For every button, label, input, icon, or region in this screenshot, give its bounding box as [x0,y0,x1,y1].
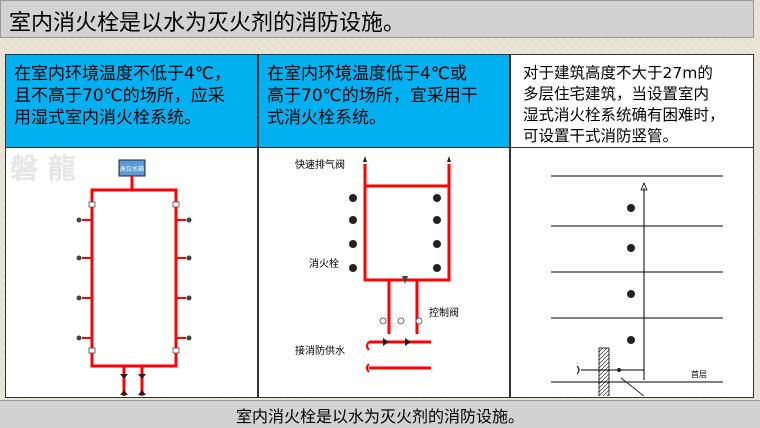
panel-dry-riser-text: 对于建筑高度不大于27m的 多层住宅建筑，当设置室内 湿式消火栓系统确有困难时，… [523,64,725,145]
panel-dry-riser: 对于建筑高度不大于27m的 多层住宅建筑，当设置室内 湿式消火栓系统确有困难时，… [510,54,754,398]
title-bar: 室内消火栓是以水为灭火剂的消防设施。 [0,0,754,38]
panel-wet-system: 在室内环境温度不低于4℃， 且不高于70℃的场所，应采 用湿式室内消火栓系统。 … [5,54,258,398]
footer-caption: 室内消火栓是以水为灭火剂的消防设施。 [235,407,524,426]
watermark: 磐 龍 [10,152,76,185]
pipe-loop [90,188,178,368]
panel-dry-riser-head: 对于建筑高度不大于27m的 多层住宅建筑，当设置室内 湿式消火栓系统确有困难时，… [511,55,753,148]
hydrants-right [433,194,441,272]
hydrants-left [349,194,357,272]
panel-wet-system-head: 在室内环境温度不低于4℃， 且不高于70℃的场所，应采 用湿式室内消火栓系统。 [6,55,257,148]
pump-valves [120,374,146,395]
panel-dry-system: 在室内环境温度低于4℃或 高于70℃的场所，宜采用干 式消火栓系统。 快速排气阀… [258,54,510,398]
panel-wet-system-text: 在室内环境温度不低于4℃， 且不高于70℃的场所，应采 用湿式室内消火栓系统。 [14,64,231,128]
panel-dry-system-head: 在室内环境温度低于4℃或 高于70℃的场所，宜采用干 式消火栓系统。 [259,55,509,148]
page-title: 室内消火栓是以水为灭火剂的消防设施。 [9,11,406,36]
hydrants [627,204,635,344]
dry-riser-diagram: 首层 泄水 [551,175,723,396]
hydrants-left [76,217,92,341]
wet-system-diagram: 磐 龍 高位水箱 [10,152,192,396]
high-tank-label: 高位水箱 [120,165,144,173]
panel-dry-system-text: 在室内环境温度低于4℃或 高于70℃的场所，宜采用干 式消火栓系统。 [267,64,478,128]
hydrants-right [176,217,192,341]
footer-bar: 室内消火栓是以水为灭火剂的消防设施。 [0,400,760,428]
dry-pipe-loop [363,164,451,282]
floor-lines [551,175,723,383]
dry-system-diagram: 快速排气阀 消火栓 控制阀 接消防供水 [295,156,459,373]
label-ground-floor: 首层 [691,369,707,379]
label-hydrant: 消火栓 [309,257,339,270]
wall [598,347,610,396]
control-valves [379,317,423,325]
label-exhaust-valve: 快速排气阀 [295,158,345,171]
label-fire-supply: 接消防供水 [295,344,345,357]
exhaust-valves [363,156,451,162]
label-control-valve: 控制阀 [429,306,459,319]
